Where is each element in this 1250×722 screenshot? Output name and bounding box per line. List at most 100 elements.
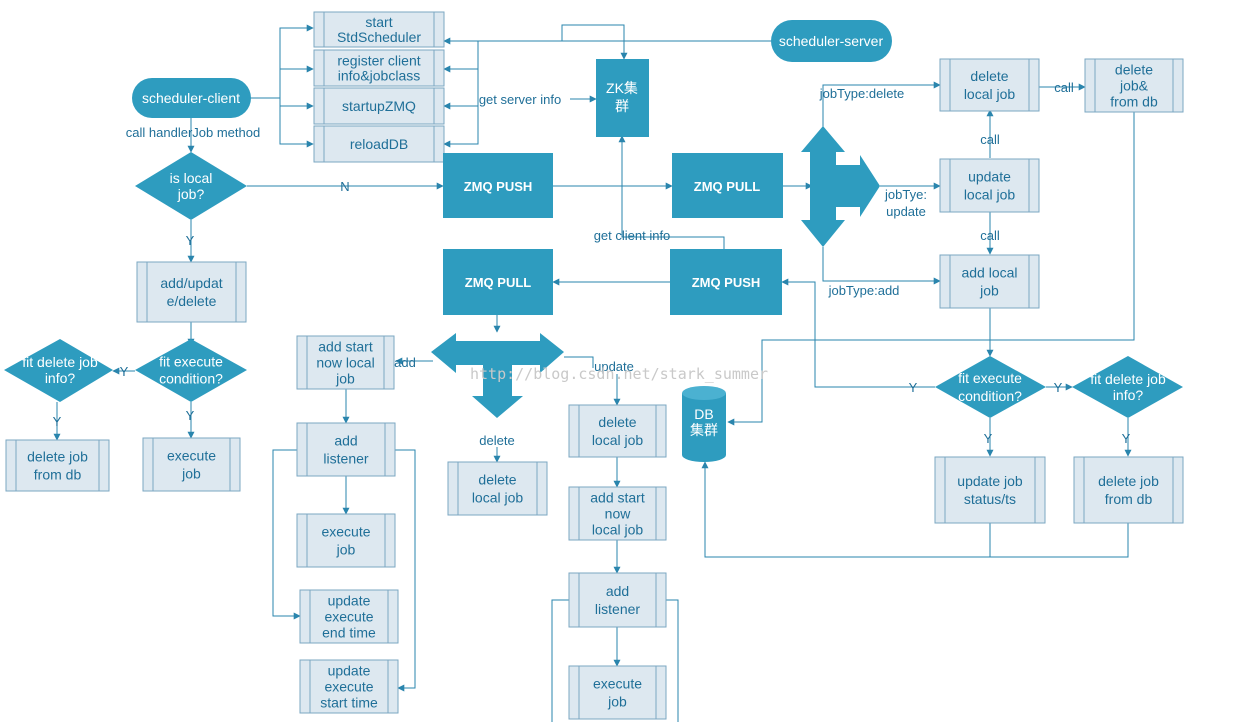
edge-label-call: call [980,132,1000,147]
add-local-top-line: job [979,283,999,299]
add-listener-a-process [296,422,396,477]
update-start-time-process [299,659,399,714]
is-local-line: is local [170,170,213,186]
add-start-local-line: job [335,371,355,387]
edge-label-y: Y [1054,380,1063,395]
delete-job-db-left-line: from db [34,467,82,483]
fit-exec-left-line: fit execute [159,354,223,370]
process-box [296,335,395,390]
edge-label-add: add [394,355,416,370]
db-cluster-node [682,386,726,462]
start-std-process [313,11,445,48]
db-line: DB [694,406,713,422]
add-local-top-process [939,254,1040,309]
fit-exec-right-line: fit execute [958,370,1022,386]
process-box [568,572,667,628]
dispatch-arrow-right [801,126,880,247]
process-box [568,404,667,458]
delete-job-db-left-process [5,439,110,492]
update-local-top-line: local job [964,187,1016,203]
add-listener-b-process [568,572,667,628]
process-box [568,665,667,720]
execute-job-b-line: job [607,694,627,710]
process-box [313,87,445,125]
edge-label-y: Y [120,364,129,379]
zmq-push-top-node [443,153,553,218]
dispatch-arrow-mid [431,333,564,418]
process-box [142,437,241,492]
process-box [296,513,396,568]
delete-job-db-top-line: from db [1110,94,1158,110]
zk-line: 群 [615,98,629,114]
process-box [313,125,445,163]
edge-label-job-type-update-1: jobTye: [884,187,927,202]
fit-delete-right-line: fit delete job [1090,371,1166,387]
add-listener-b-line: listener [595,601,640,617]
zmq-pull-top-line: ZMQ PULL [694,179,760,194]
process-box [447,461,548,516]
scheduler-server-line: scheduler-server [779,33,884,49]
delete-local-b-line: local job [592,432,644,448]
register-line: register client [337,53,420,69]
zmq-push-mid-line: ZMQ PUSH [692,275,761,290]
process-box [1084,58,1184,113]
fit-delete-right-line: info? [1113,387,1144,403]
edge-label-get-server-info: get server info [479,92,561,107]
register-line: info&jobclass [338,68,421,84]
zmq-push-top-line: ZMQ PUSH [464,179,533,194]
update-start-time-line: start time [320,695,378,711]
update-start-time-line: execute [324,679,373,695]
edge-label-call-handler: call handlerJob method [126,125,260,140]
edge-label-delete: delete [479,433,514,448]
update-start-time-line: update [328,663,371,679]
execute-job-b-process [568,665,667,720]
add-listener-b-line: add [606,583,629,599]
zmq-pull-mid-node [443,249,553,315]
delete-local-top-line: local job [964,86,1016,102]
add-update-delete-line: e/delete [167,293,217,309]
execute-job-a-line: execute [321,524,370,540]
process-box [939,254,1040,309]
delete-job-db-right-line: from db [1105,491,1153,507]
is-local-job-decision [135,152,247,220]
delete-local-top-process [939,58,1040,112]
update-local-top-line: update [968,169,1011,185]
execute-job-a-line: job [336,542,356,558]
add-listener-a-line: add [334,433,357,449]
is-local-line: job? [177,186,205,202]
fit-delete-left-line: fit delete job [22,354,98,370]
fit-execute-right-decision [935,356,1046,418]
add-listener-a-line: listener [323,451,368,467]
execute-job-left-line: job [181,466,201,482]
register-process [313,49,445,87]
connector-lines [53,24,1135,722]
delete-local-mid-line: delete [478,472,516,488]
delete-local-b-process [568,404,667,458]
fit-exec-right-line: condition? [958,388,1022,404]
edge-label-y: Y [186,408,195,423]
zmq-push-mid-node [670,249,782,315]
add-start-local-line: add start [318,339,373,355]
edge-label-update: update [594,359,634,374]
delete-local-top-line: delete [970,68,1008,84]
process-box [313,11,445,48]
fit-delete-left-decision [4,339,113,402]
edge-label-n: N [340,179,349,194]
fit-exec-left-line: condition? [159,371,223,387]
delete-job-db-top-line: job& [1119,78,1149,94]
delete-job-db-top-line: delete [1115,62,1153,78]
scheduler-client-terminator [132,78,251,118]
db-line: 集群 [690,422,718,438]
start-std-line: start [365,14,392,30]
process-box [934,456,1046,524]
start-std-line: StdScheduler [337,29,421,45]
update-local-top-process [939,158,1040,213]
execute-job-left-line: execute [167,448,216,464]
delete-job-db-right-line: delete job [1098,473,1159,489]
fit-execute-left-decision [135,339,247,402]
update-end-time-line: execute [324,609,373,625]
zmq-pull-mid-line: ZMQ PULL [465,275,531,290]
edge-label-y: Y [984,431,993,446]
add-local-top-line: add local [961,265,1017,281]
